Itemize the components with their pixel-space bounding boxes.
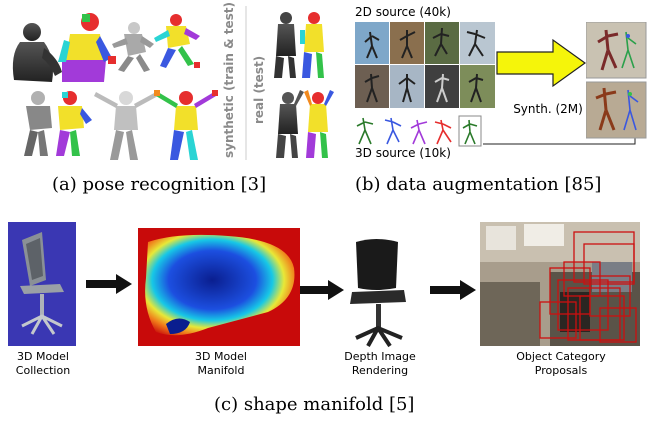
step3-line1: Depth Image xyxy=(344,350,416,363)
step4-label: Object Category Proposals xyxy=(488,350,634,378)
labeled-figure-3 xyxy=(56,91,92,156)
depth-figure-4 xyxy=(94,91,158,160)
depth-figure-1 xyxy=(12,23,62,82)
photo-grid-2d xyxy=(355,22,495,108)
depth-figure-3 xyxy=(24,91,52,156)
step1-line1: 3D Model xyxy=(17,350,69,363)
labeled-figure-2 xyxy=(154,14,200,68)
step1-line2: Collection xyxy=(15,364,71,377)
label-2d-source: 2D source (40k) xyxy=(355,5,451,19)
synth-images xyxy=(586,22,647,139)
caption-c: (c) shape manifold [5] xyxy=(214,394,415,415)
label-real: real (test) xyxy=(252,55,266,124)
step2-label: 3D Model Manifold xyxy=(176,350,266,378)
real-labeled-figure-1 xyxy=(300,12,324,78)
caption-a: (a) pose recognition [3] xyxy=(52,174,267,195)
label-3d-source: 3D source (10k) xyxy=(355,146,451,160)
label-synthetic: synthetic (train & test) xyxy=(222,1,236,158)
panel-b: 2D source (40k) 3D source xyxy=(350,0,648,200)
step4-line2: Proposals xyxy=(534,364,588,377)
step3-label: Depth Image Rendering xyxy=(334,350,426,378)
label-synth: Synth. (2M) xyxy=(513,102,583,116)
yellow-arrow xyxy=(496,38,587,88)
step4-line1: Object Category xyxy=(516,350,606,363)
arrow-2 xyxy=(300,280,344,300)
real-depth-figure-2 xyxy=(276,90,304,158)
step2-line1: 3D Model xyxy=(195,350,247,363)
labeled-figure-1 xyxy=(58,13,116,82)
office-proposals-image xyxy=(480,222,640,346)
step2-line2: Manifold xyxy=(197,364,245,377)
caption-b: (b) data augmentation [85] xyxy=(355,174,602,195)
labeled-figure-4 xyxy=(154,90,218,160)
arrow-1 xyxy=(86,274,132,294)
skeleton-strip-3d xyxy=(356,115,482,147)
step3-line2: Rendering xyxy=(351,364,409,377)
panel-a: synthetic (train & test) real (test) (a)… xyxy=(0,0,345,200)
real-depth-figure-1 xyxy=(274,12,296,78)
real-labeled-figure-2 xyxy=(304,90,334,158)
panel-c: 3D Model Collection 3D Model Manifold xyxy=(0,210,648,423)
arrow-3 xyxy=(430,280,476,300)
manifold-heatmap xyxy=(138,228,300,346)
chair-model-image xyxy=(8,222,76,346)
depth-chair-image xyxy=(346,234,412,350)
step1-label: 3D Model Collection xyxy=(0,350,86,378)
pose-recognition-figure xyxy=(12,6,334,160)
depth-figure-2 xyxy=(112,22,154,72)
